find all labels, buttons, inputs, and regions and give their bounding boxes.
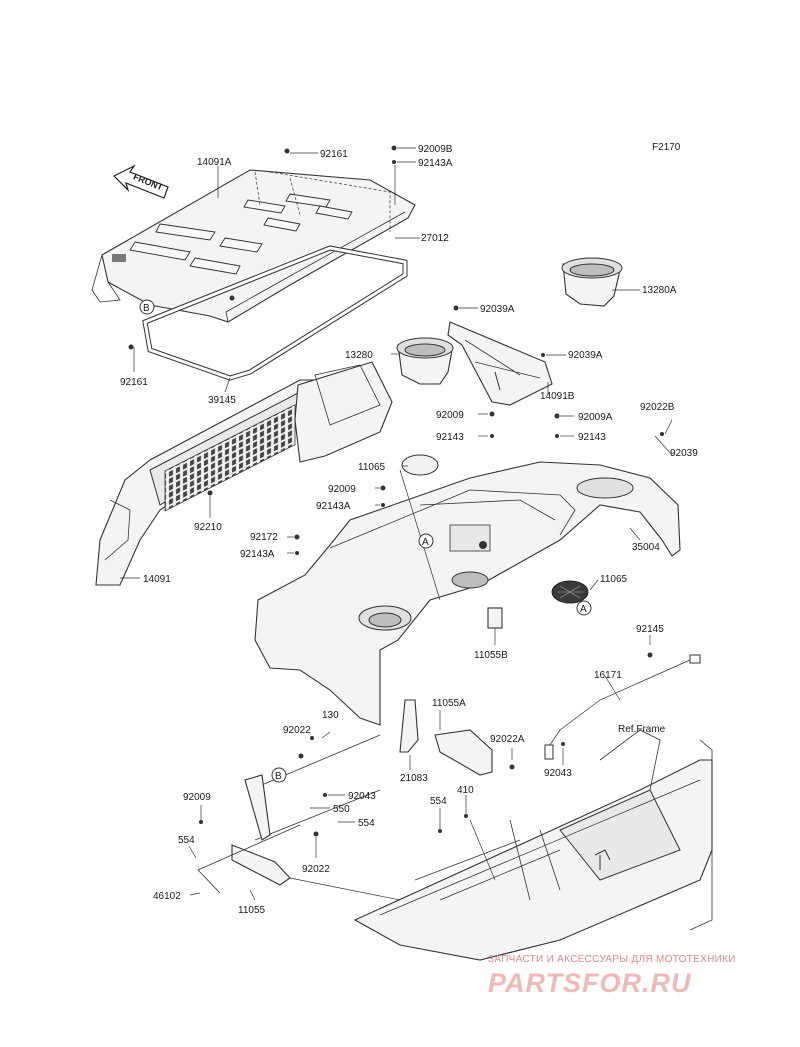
label-11055B: 11055B [474,650,508,661]
cup-holder-13280 [396,337,454,385]
bracket-21083 [399,699,419,753]
label-92022-b: 92022 [302,864,330,875]
watermark: ЗАПЧАСТИ И АКСЕССУАРЫ ДЛЯ МОТОТЕХНИКИ PA… [488,954,736,998]
label-92022A: 92022A [490,734,525,745]
label-92143A-mid: 92143A [316,501,351,512]
label-92022B: 92022B [640,402,675,413]
svg-text:A: A [422,537,429,548]
label-554-c: 554 [178,835,195,846]
label-92143-b: 92143 [578,432,606,443]
label-35004: 35004 [632,542,660,553]
label-92043-b: 92043 [348,791,376,802]
leader-lines [120,147,673,901]
fasteners [128,145,664,837]
label-11055: 11055 [238,905,266,916]
top-cover-14091A [91,169,416,323]
seal-39145 [142,245,408,381]
label-13280A: 13280A [642,285,677,296]
label-27012: 27012 [421,233,449,244]
svg-text:B: B [143,303,150,314]
support-panel [294,361,393,463]
bracket-11055A [434,729,493,776]
label-92143A-top: 92143A [418,158,453,169]
label-13280: 13280 [345,350,373,361]
label-14091B: 14091B [540,391,575,402]
label-92172: 92172 [250,532,278,543]
svg-text:B: B [275,771,282,782]
dashboard-35004 [254,461,681,726]
label-46102: 46102 [153,891,181,902]
callout-a-2: A [576,600,592,616]
cup-holder-13280A [561,257,623,307]
label-11055A: 11055A [432,698,466,709]
label-554-b: 554 [358,818,375,829]
label-92039A-1: 92039A [480,304,515,315]
label-130: 130 [322,710,339,721]
watermark-brand: PARTSFOR.RU [488,968,692,998]
label-92145: 92145 [636,624,664,635]
ref-frame [353,729,713,961]
bracket-14091B [447,321,553,406]
cable-16171 [544,654,701,760]
label-92009-a: 92009 [436,410,464,421]
label-11065-a: 11065 [358,462,386,473]
label-11065-b: 11065 [600,574,628,585]
label-ref-frame: Ref.Frame [618,724,666,735]
label-92022-a: 92022 [283,725,311,736]
label-92039: 92039 [670,448,698,459]
front-arrow-icon: FRONT [112,164,169,199]
lid-11065-a [401,454,439,476]
label-92009A: 92009A [578,412,613,423]
part-labels: 14091A 92161 92009B 92143A 27012 13280A … [120,144,698,916]
label-92043-a: 92043 [544,768,572,779]
callout-b-2: B [271,767,287,783]
mat-11065-b [551,580,589,604]
grille-14091 [95,379,331,586]
label-92161-top: 92161 [320,149,348,160]
label-14091: 14091 [143,574,171,585]
label-92161-left: 92161 [120,377,148,388]
watermark-tagline: ЗАПЧАСТИ И АКСЕССУАРЫ ДЛЯ МОТОТЕХНИКИ [488,954,736,965]
label-554-a: 554 [430,796,447,807]
label-92009-c: 92009 [183,792,211,803]
label-16171: 16171 [594,670,622,681]
label-21083: 21083 [400,773,428,784]
label-92143-a: 92143 [436,432,464,443]
label-39145: 39145 [208,395,236,406]
bracket-11055B [487,607,503,629]
label-550: 550 [333,804,350,815]
label-14091A: 14091A [197,157,232,168]
callout-a-1: A [418,533,434,549]
label-92143A-low: 92143A [240,549,275,560]
bracket-assembly-11055 [197,734,381,894]
label-92210: 92210 [194,522,222,533]
label-92039A-2: 92039A [568,350,603,361]
svg-text:A: A [580,604,587,615]
label-92009-b: 92009 [328,484,356,495]
diagram-code: F2170 [652,142,681,153]
label-410: 410 [457,785,474,796]
callout-b-1: B [139,299,155,315]
label-92009B: 92009B [418,144,453,155]
